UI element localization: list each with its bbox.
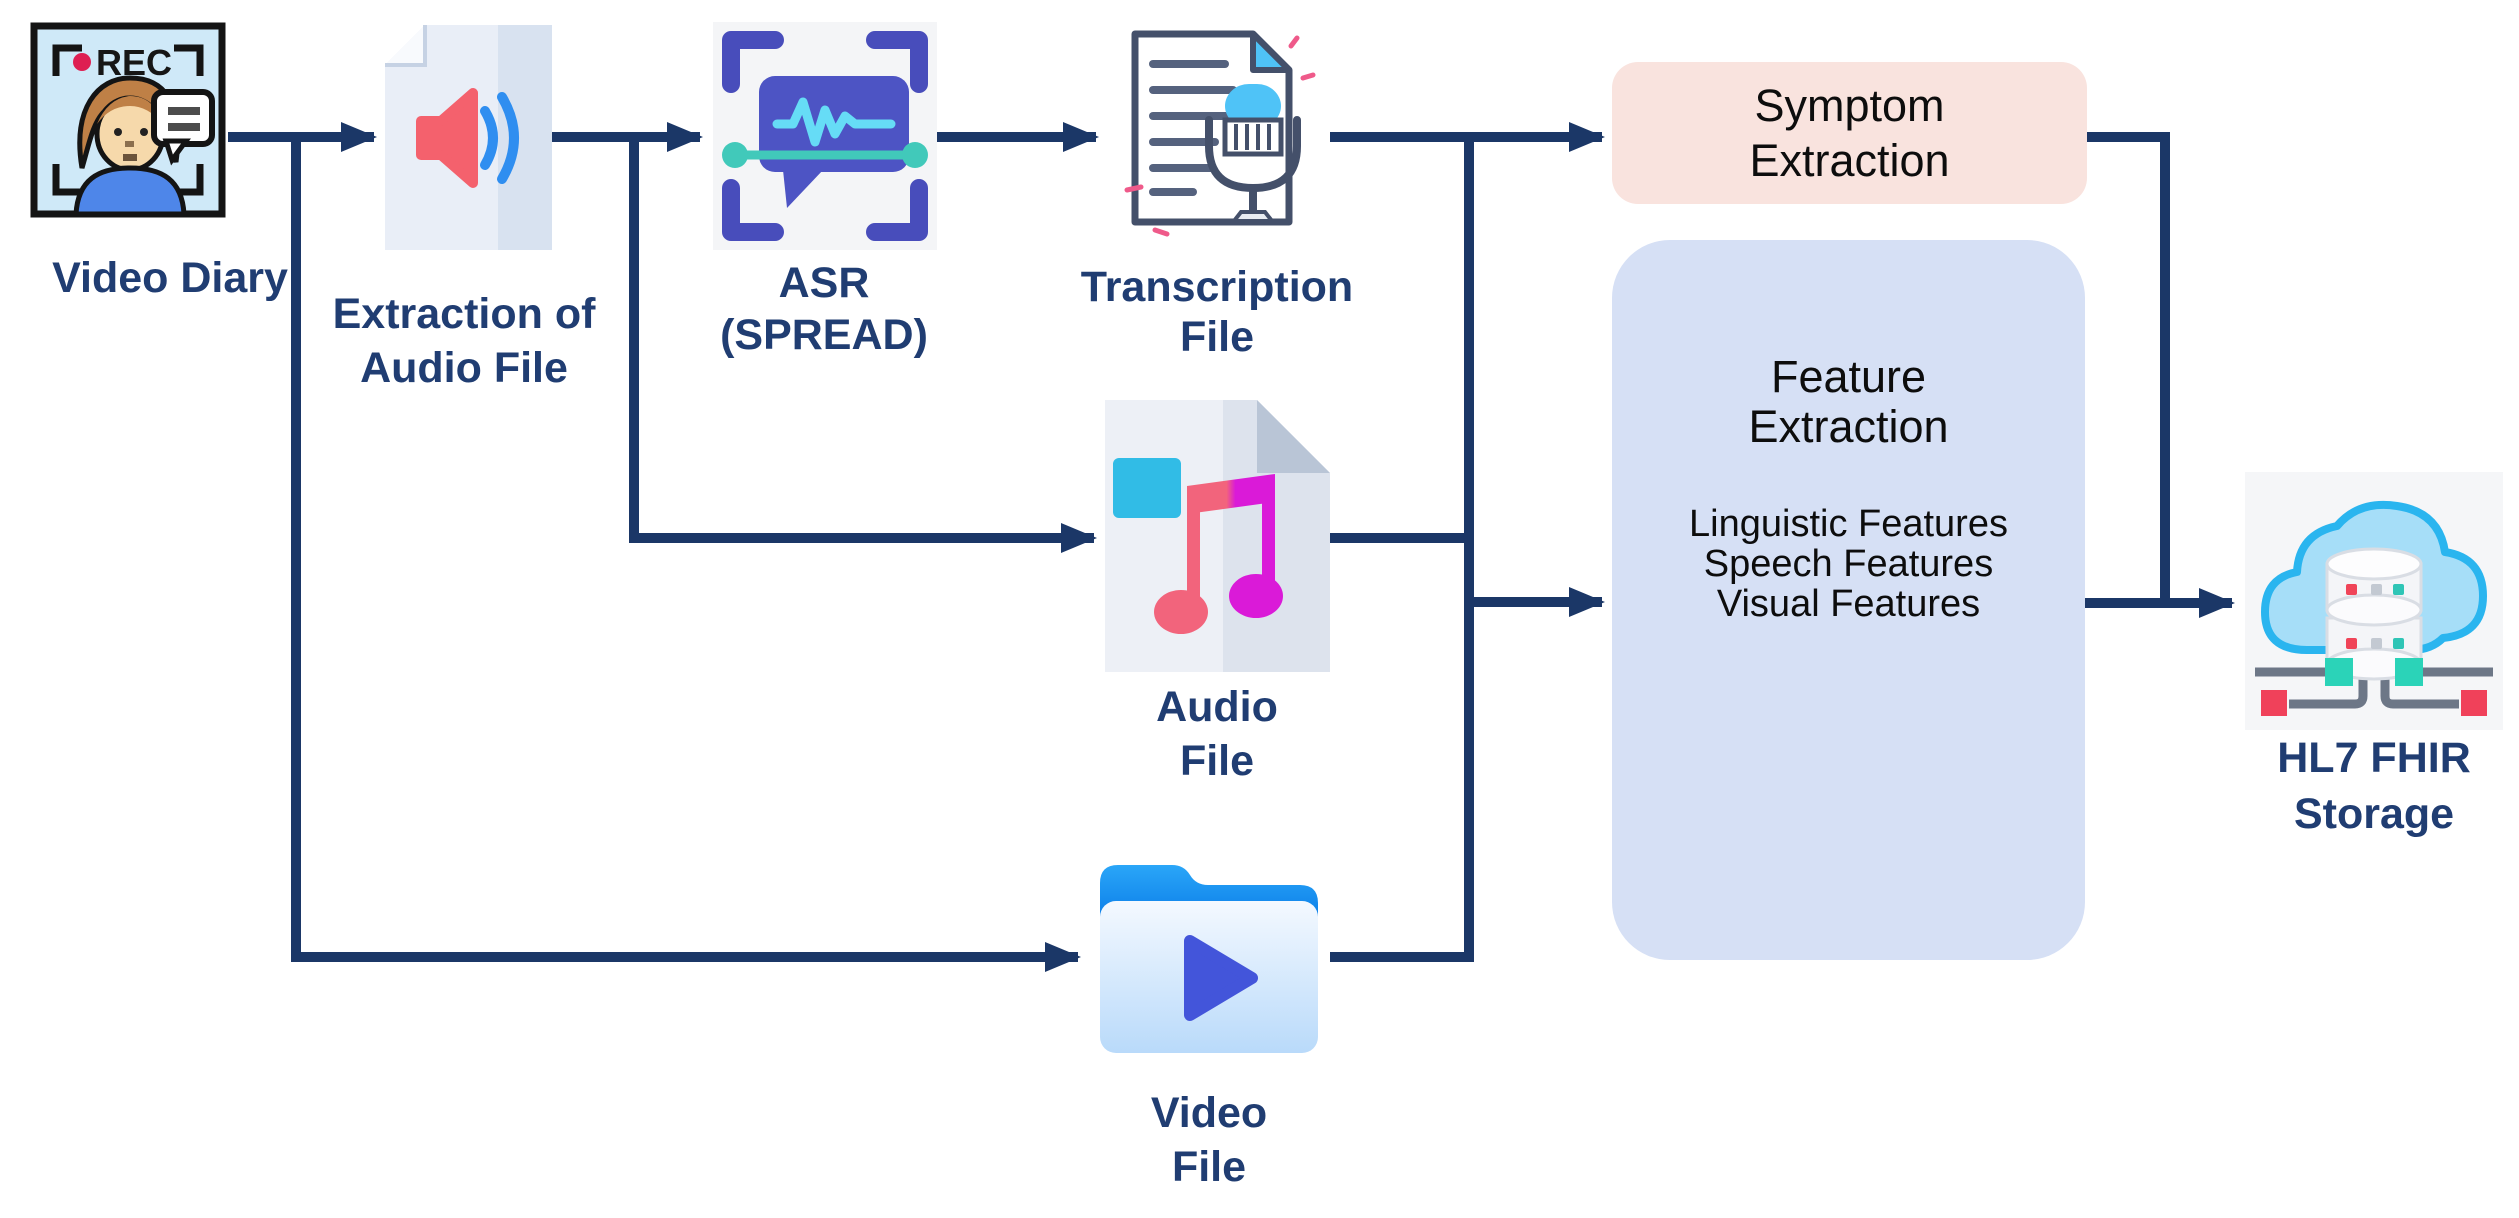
audio-file-icon: [1105, 400, 1330, 672]
video-diary-icon: REC: [30, 22, 226, 218]
symptom-extraction-label: Symptom Extraction: [1749, 80, 1950, 186]
video-file-label: Video File: [1150, 1089, 1268, 1191]
hl7-storage-icon: [2245, 472, 2503, 730]
edge-videodiary-to-videofile: [291, 137, 1081, 972]
feature-extraction-title: Feature Extraction: [1748, 351, 1949, 452]
edge-symptom-to-merge: [2087, 132, 2170, 598]
speech-bubble-icon: [151, 89, 215, 166]
edge-extraction-to-audiofile: [629, 137, 1097, 553]
transcription-file-icon: [1124, 30, 1316, 237]
transcription-file-label: Transcription File: [1080, 263, 1354, 361]
audio-extraction-label: Extraction of Audio File: [332, 290, 596, 392]
feature-item-linguistic: Linguistic Features: [1689, 503, 2008, 545]
asr-label: ASR (SPREAD): [720, 259, 928, 359]
play-icon: [1184, 935, 1258, 1021]
feature-extraction-box: Feature Extraction Linguistic Features S…: [1612, 240, 2085, 960]
video-diary-label: Video Diary: [52, 254, 288, 302]
symptom-extraction-box: Symptom Extraction: [1612, 62, 2087, 204]
feature-item-speech: Speech Features: [1703, 543, 1994, 585]
hl7-storage-label: HL7 FHIR Storage: [2277, 734, 2471, 838]
audio-extraction-icon: [385, 25, 552, 250]
microphone-icon: [1205, 84, 1301, 223]
feature-item-visual: Visual Features: [1716, 583, 1981, 625]
video-file-icon: [1100, 865, 1318, 1053]
asr-icon: [713, 22, 937, 250]
feature-extraction-items: Linguistic Features Speech Features Visu…: [1612, 504, 2085, 624]
audio-file-label: Audio File: [1156, 683, 1278, 785]
